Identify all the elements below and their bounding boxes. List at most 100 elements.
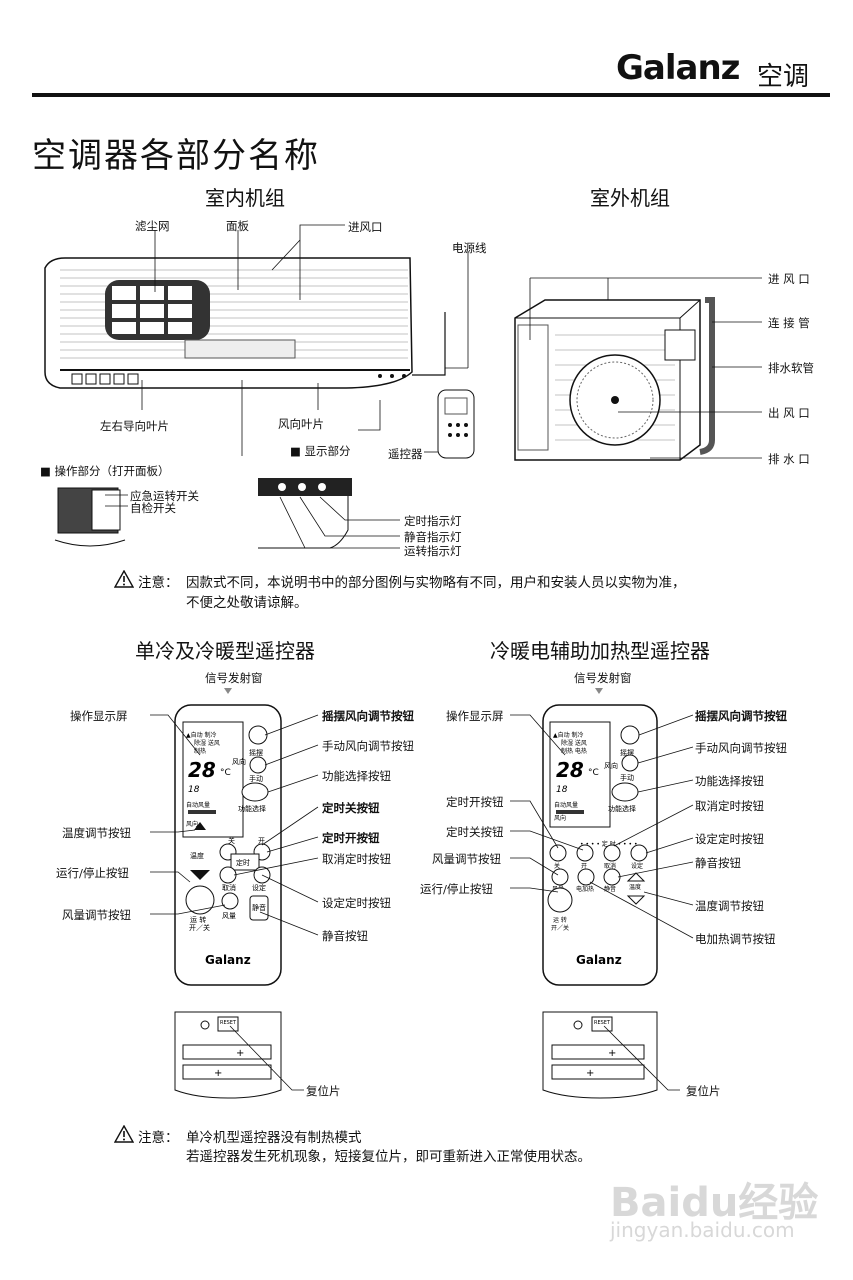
remote-left-title: 单冷及冷暖型遥控器 (135, 639, 315, 663)
left-label-cancel: 取消定时按钮 (322, 852, 391, 866)
svg-text:RESET: RESET (220, 1020, 237, 1026)
left-label-temp: 温度调节按钮 (62, 826, 131, 840)
note2-prefix: 注意： (138, 1130, 179, 1146)
note1-line2: 不便之处敬请谅解。 (186, 595, 308, 611)
left-label-swing: 摇摆风向调节按钮 (322, 709, 414, 723)
svg-text:28: 28 (188, 758, 216, 782)
note1-line1: 因款式不同，本说明书中的部分图例与实物略有不同，用户和安装人员以实物为准， (186, 575, 686, 591)
label-air-inlet: 进风口 (348, 220, 383, 234)
svg-text:取消: 取消 (604, 862, 616, 870)
svg-text:功能选择: 功能选择 (238, 804, 266, 813)
svg-text:运 转: 运 转 (553, 916, 567, 924)
svg-text:开／关: 开／关 (189, 923, 210, 932)
svg-text:定时: 定时 (236, 858, 250, 867)
left-label-timer-off: 定时关按钮 (322, 801, 380, 815)
svg-text:+: + (214, 1068, 222, 1079)
svg-text:温度: 温度 (190, 851, 204, 860)
svg-text:+: + (586, 1068, 594, 1079)
svg-text:设定: 设定 (631, 862, 643, 870)
left-label-fan: 风量调节按钮 (62, 908, 131, 922)
watermark-url: jingyan.baidu.com (610, 1218, 795, 1242)
label-outdoor-drain-hose: 排水软管 (768, 361, 814, 375)
svg-text:• • • • 定 时 • • • •: • • • • 定 时 • • • • (580, 840, 637, 848)
left-label-timer-on: 定时开按钮 (322, 831, 380, 845)
label-filter: 滤尘网 (135, 219, 170, 233)
right-label-timer-on: 定时开按钮 (446, 795, 504, 809)
svg-text:▲自动 制冷: ▲自动 制冷 (553, 731, 584, 739)
header-rule (32, 93, 830, 97)
right-label-fan: 风量调节按钮 (432, 852, 501, 866)
svg-text:自动风量: 自动风量 (186, 801, 210, 809)
svg-text:自动风量: 自动风量 (554, 801, 578, 809)
label-remote: 遥控器 (388, 447, 423, 461)
warning-icon-2 (114, 1125, 134, 1143)
svg-text:手动: 手动 (249, 774, 263, 783)
label-emergency: 应急运转开关 (130, 489, 199, 503)
svg-text:18: 18 (556, 785, 568, 795)
svg-text:°C: °C (588, 768, 599, 778)
right-label-cancel: 取消定时按钮 (695, 799, 764, 813)
signal-window-left: 信号发射窗 (205, 671, 263, 685)
right-label-mode: 功能选择按钮 (695, 774, 764, 788)
brand-suffix: 空调 (757, 62, 810, 92)
right-label-reset: 复位片 (686, 1084, 721, 1098)
label-run-lamp: 运转指示灯 (404, 544, 462, 558)
remote-right-diagram: ▲自动 制冷 除湿 送风 制热 电热 28 °C 18 自动风量 风向 摇摆 风… (510, 688, 694, 1099)
remote-left-diagram: ▲自动 制冷 除湿 送风 制热 28 °C 18 自动风量 风向 摇摆 风向 手… (150, 688, 319, 1099)
left-label-manual: 手动风向调节按钮 (322, 739, 414, 753)
label-ud-louver: 风向叶片 (278, 417, 324, 431)
svg-text:+: + (608, 1048, 616, 1059)
label-outdoor-pipe: 连 接 管 (768, 316, 810, 330)
label-self-test: 自检开关 (130, 501, 176, 515)
svg-text:关: 关 (228, 836, 235, 845)
svg-text:除湿 送风: 除湿 送风 (194, 739, 220, 747)
svg-text:取消: 取消 (222, 883, 236, 892)
svg-text:风量: 风量 (222, 912, 236, 920)
signal-window-right: 信号发射窗 (574, 671, 632, 685)
svg-text:电加热: 电加热 (576, 885, 594, 893)
svg-text:摇摆: 摇摆 (620, 748, 634, 757)
right-label-manual: 手动风向调节按钮 (695, 741, 787, 755)
lcd-mode1: ▲自动 制冷 (186, 731, 217, 739)
svg-text:温度: 温度 (629, 883, 641, 891)
right-label-display: 操作显示屏 (446, 709, 504, 723)
svg-text:风向: 风向 (554, 814, 566, 822)
left-label-reset: 复位片 (306, 1084, 341, 1098)
label-sleep-lamp: 静音指示灯 (404, 530, 462, 544)
note2-line2: 若遥控器发生死机现象，短接复位片，即可重新进入正常使用状态。 (186, 1149, 591, 1165)
right-label-swing: 摇摆风向调节按钮 (695, 709, 787, 723)
left-label-display: 操作显示屏 (70, 709, 128, 723)
left-label-mode: 功能选择按钮 (322, 769, 391, 783)
label-power-cord: 电源线 (452, 241, 487, 255)
svg-text:Galanz: Galanz (205, 953, 251, 967)
svg-text:18: 18 (188, 785, 200, 795)
indoor-unit-illustration (44, 257, 446, 389)
label-display: ■ 显示部分 (290, 444, 351, 458)
label-operation: ■ 操作部分（打开面板） (40, 464, 170, 478)
svg-text:静音: 静音 (604, 885, 616, 893)
right-label-temp: 温度调节按钮 (695, 899, 764, 913)
svg-text:除湿 送风: 除湿 送风 (561, 739, 587, 747)
indoor-title: 室内机组 (205, 186, 285, 210)
right-label-timer-off: 定时关按钮 (446, 825, 504, 839)
indoor-outdoor-diagram (44, 224, 762, 549)
outdoor-unit-illustration (514, 297, 715, 461)
svg-text:静音: 静音 (252, 903, 266, 912)
svg-text:摇摆: 摇摆 (249, 748, 263, 757)
remote-right-title: 冷暖电辅助加热型遥控器 (490, 639, 710, 663)
label-lr-louver: 左右导向叶片 (100, 419, 169, 433)
svg-text:28: 28 (556, 758, 584, 782)
svg-text:功能选择: 功能选择 (608, 804, 636, 813)
label-panel: 面板 (226, 219, 249, 233)
warning-icon (114, 570, 134, 588)
svg-text:设定: 设定 (252, 883, 266, 892)
note2-line1: 单冷机型遥控器没有制热模式 (186, 1130, 362, 1146)
label-outdoor-inlet: 进 风 口 (768, 272, 810, 286)
watermark-logo: Baidu经验 (610, 1180, 819, 1226)
svg-text:+: + (236, 1048, 244, 1059)
page-title: 空调器各部分名称 (32, 136, 320, 176)
svg-text:风向: 风向 (604, 761, 618, 770)
left-label-run-stop: 运行/停止按钮 (56, 866, 129, 880)
svg-text:开／关: 开／关 (551, 924, 569, 932)
label-timer-lamp: 定时指示灯 (404, 514, 462, 528)
